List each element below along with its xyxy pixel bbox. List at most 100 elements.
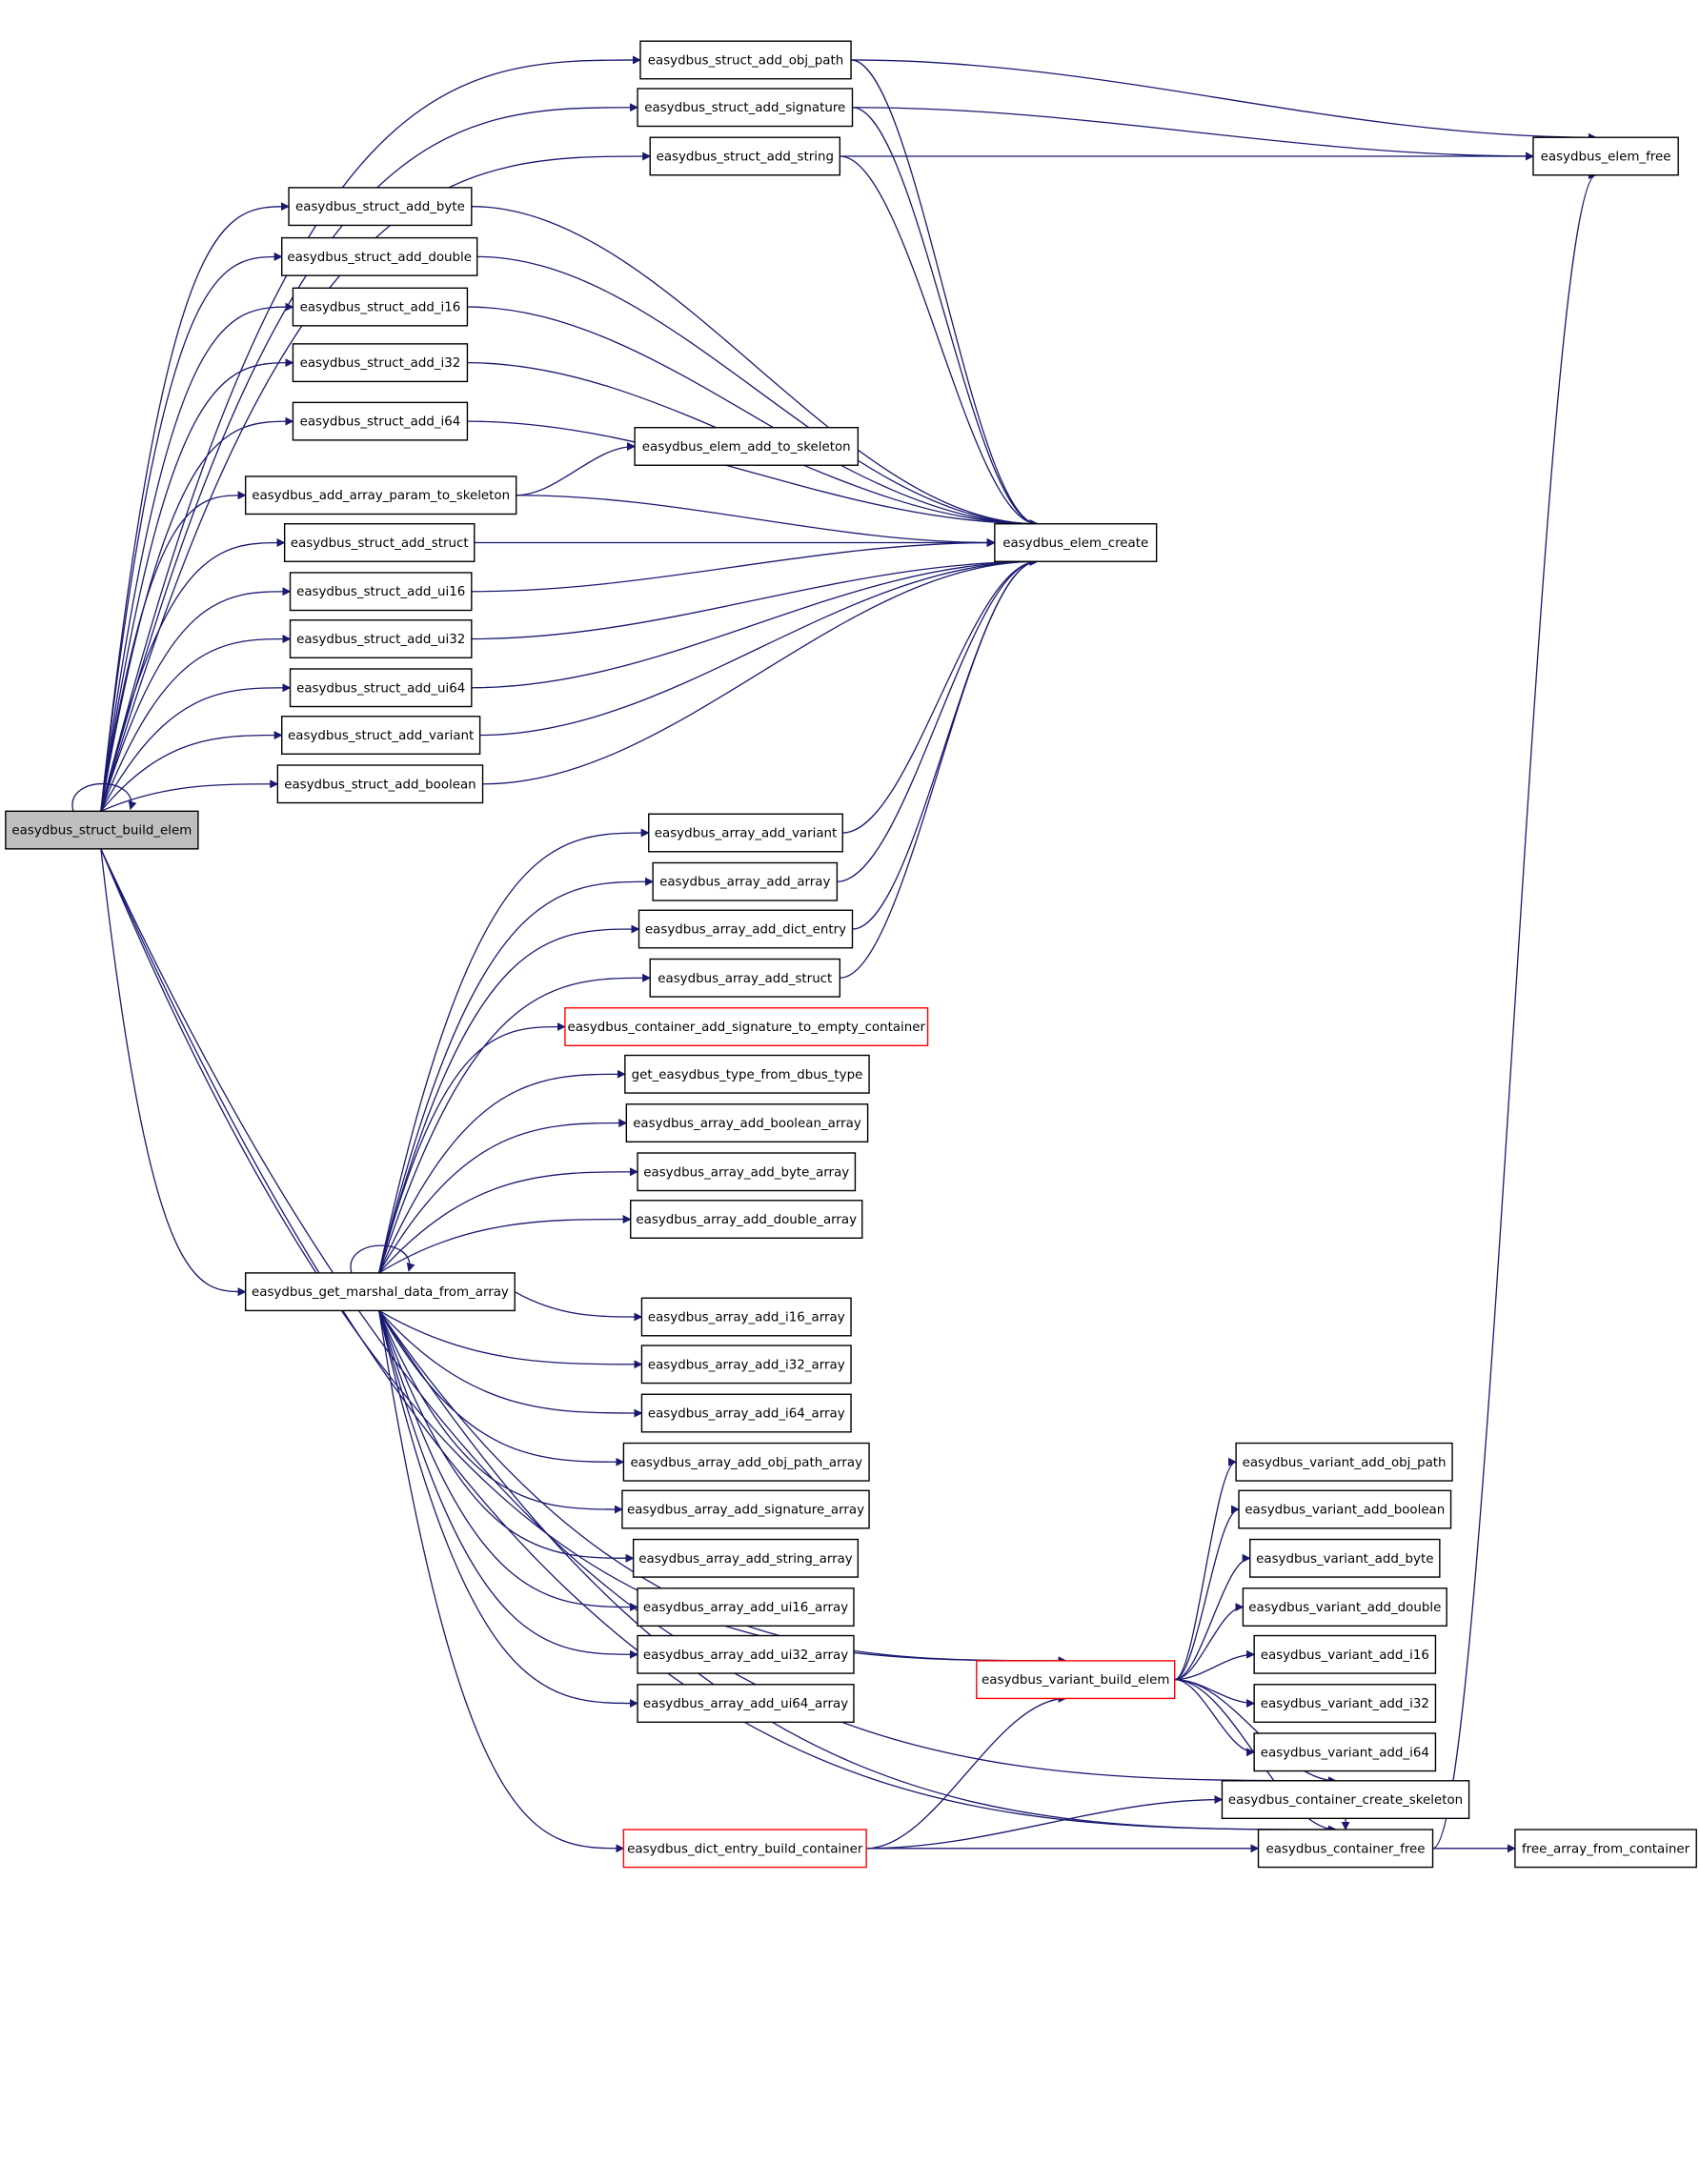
node-add-ui64[interactable]: easydbus_struct_add_ui64 [289, 668, 473, 708]
node-add-ui32[interactable]: easydbus_struct_add_ui32 [289, 619, 473, 658]
node-arr-obj-path[interactable]: easydbus_array_add_obj_path_array [622, 1442, 870, 1482]
edge-add-variant-to-elem-create [479, 556, 1039, 737]
node-cont-free[interactable]: easydbus_container_free [1257, 1829, 1434, 1869]
edge-marshal-to-get-type [378, 1069, 626, 1274]
node-label: easydbus_array_add_ui64_array [643, 1697, 848, 1711]
node-var-boolean[interactable]: easydbus_variant_add_boolean [1238, 1489, 1452, 1529]
node-arr-i64[interactable]: easydbus_array_add_i64_array [640, 1393, 852, 1433]
node-label: easydbus_array_add_i64_array [648, 1407, 845, 1422]
node-box [283, 523, 476, 562]
node-add-array-param[interactable]: easydbus_add_array_param_to_skeleton [244, 475, 517, 516]
node-box [281, 236, 478, 276]
node-marshal[interactable]: easydbus_get_marshal_data_from_array [244, 1272, 516, 1312]
node-label: easydbus_variant_add_i16 [1261, 1648, 1429, 1663]
node-box [625, 1103, 869, 1143]
node-label: easydbus_struct_add_signature [644, 101, 845, 115]
node-var-obj-path[interactable]: easydbus_variant_add_obj_path [1235, 1442, 1453, 1482]
node-arr-i32[interactable]: easydbus_array_add_i32_array [640, 1345, 852, 1385]
node-arr-ui32[interactable]: easydbus_array_add_ui32_array [637, 1634, 855, 1674]
edge-marshal-to-arr-string [378, 1310, 635, 1563]
node-arr-ui64[interactable]: easydbus_array_add_ui64_array [637, 1684, 855, 1724]
node-add-obj-path[interactable]: easydbus_struct_add_obj_path [639, 40, 852, 80]
node-box [1253, 1684, 1437, 1724]
node-add-byte[interactable]: easydbus_struct_add_byte [288, 187, 473, 227]
node-var-i32[interactable]: easydbus_variant_add_i32 [1253, 1684, 1437, 1724]
edge-dict-entry-to-cont-create [866, 1795, 1224, 1850]
node-add-double[interactable]: easydbus_struct_add_double [281, 236, 478, 276]
node-var-i64[interactable]: easydbus_variant_add_i64 [1253, 1732, 1437, 1772]
node-label: easydbus_container_add_signature_to_empt… [567, 1021, 925, 1035]
node-add-signature[interactable]: easydbus_struct_add_signature [637, 88, 854, 128]
edge-build-elem-to-add-ui32 [100, 635, 292, 812]
node-label: easydbus_add_array_param_to_skeleton [252, 489, 510, 503]
node-box [976, 1660, 1176, 1700]
node-arr-struct[interactable]: easydbus_array_add_struct [649, 958, 841, 998]
node-dict-entry[interactable]: easydbus_dict_entry_build_container [622, 1829, 867, 1869]
edge-marshal-to-dict-entry [378, 1310, 625, 1853]
node-label: easydbus_array_add_i32_array [648, 1358, 845, 1372]
node-label: easydbus_array_add_ui32_array [643, 1648, 848, 1663]
node-cont-add-sig[interactable]: easydbus_container_add_signature_to_empt… [564, 1007, 929, 1046]
node-box [649, 958, 841, 998]
edge-add-ui32-to-elem-create [471, 556, 1039, 640]
edge-marshal-to-arr-i64 [378, 1309, 643, 1418]
edge-add-signature-to-elem-create [852, 107, 1039, 529]
node-get-type[interactable]: get_easydbus_type_from_dbus_type [624, 1054, 870, 1094]
node-box [244, 1272, 516, 1312]
node-box [1235, 1442, 1453, 1482]
node-box [1257, 1829, 1434, 1869]
node-arr-i16[interactable]: easydbus_array_add_i16_array [640, 1297, 852, 1337]
node-arr-ui16[interactable]: easydbus_array_add_ui16_array [637, 1587, 855, 1627]
node-box [637, 88, 854, 128]
node-add-i16[interactable]: easydbus_struct_add_i16 [292, 287, 469, 327]
node-add-variant[interactable]: easydbus_struct_add_variant [281, 716, 481, 755]
node-label: easydbus_struct_add_ui16 [296, 585, 465, 599]
node-arr-boolean[interactable]: easydbus_array_add_boolean_array [625, 1103, 869, 1143]
node-variant-build[interactable]: easydbus_variant_build_elem [976, 1660, 1176, 1700]
node-arr-byte[interactable]: easydbus_array_add_byte_array [637, 1152, 857, 1192]
node-var-byte[interactable]: easydbus_variant_add_byte [1249, 1538, 1441, 1578]
node-elem-free[interactable]: easydbus_elem_free [1532, 136, 1679, 176]
node-add-i32[interactable]: easydbus_struct_add_i32 [292, 343, 469, 383]
node-box [281, 716, 481, 755]
node-box [637, 1684, 855, 1724]
node-label: easydbus_variant_add_double [1248, 1601, 1441, 1615]
edge-marshal-to-arr-dict-entry [378, 924, 640, 1274]
node-label: easydbus_array_add_obj_path_array [630, 1456, 862, 1470]
node-arr-variant[interactable]: easydbus_array_add_variant [648, 813, 843, 853]
edge-layer [71, 55, 1597, 1853]
node-add-boolean[interactable]: easydbus_struct_add_boolean [276, 764, 484, 804]
node-arr-string[interactable]: easydbus_array_add_string_array [632, 1538, 860, 1578]
node-arr-dict-entry[interactable]: easydbus_array_add_dict_entry [638, 909, 854, 949]
node-var-double[interactable]: easydbus_variant_add_double [1242, 1587, 1447, 1627]
node-var-i16[interactable]: easydbus_variant_add_i16 [1253, 1634, 1437, 1674]
node-build-elem[interactable]: easydbus_struct_build_elem [5, 810, 199, 850]
node-box [1221, 1780, 1470, 1820]
node-add-i64[interactable]: easydbus_struct_add_i64 [292, 401, 469, 441]
node-box [1249, 1538, 1441, 1578]
node-cont-create[interactable]: easydbus_container_create_skeleton [1221, 1780, 1470, 1820]
node-elem-add-to-skeleton[interactable]: easydbus_elem_add_to_skeleton [634, 427, 860, 466]
edge-add-i64-to-elem-create [467, 420, 1039, 529]
node-layer: easydbus_struct_build_elem easydbus_struc… [5, 40, 1697, 1869]
node-arr-array[interactable]: easydbus_array_add_array [652, 861, 839, 901]
node-box [1532, 136, 1679, 176]
node-box [640, 1345, 852, 1385]
node-free-array[interactable]: free_array_from_container [1514, 1829, 1697, 1869]
node-add-string[interactable]: easydbus_struct_add_string [649, 136, 841, 176]
node-box [630, 1200, 863, 1239]
edge-arr-variant-to-elem-create [842, 556, 1039, 834]
node-box [289, 619, 473, 658]
node-arr-signature[interactable]: easydbus_array_add_signature_array [621, 1489, 870, 1529]
edge-build-elem-to-add-byte [100, 202, 290, 812]
node-label: easydbus_variant_add_byte [1256, 1552, 1433, 1567]
node-arr-double[interactable]: easydbus_array_add_double_array [630, 1200, 863, 1239]
node-elem-create[interactable]: easydbus_elem_create [994, 523, 1158, 562]
edge-marshal-to-arr-boolean [378, 1119, 628, 1274]
node-add-ui16[interactable]: easydbus_struct_add_ui16 [289, 572, 473, 612]
edge-variant-build-to-var-byte [1174, 1553, 1251, 1681]
node-box [649, 136, 841, 176]
edge-add-i16-to-elem-create [467, 306, 1039, 529]
edge-cont-free-to-elem-free [1432, 171, 1597, 1850]
node-add-struct[interactable]: easydbus_struct_add_struct [283, 523, 476, 562]
